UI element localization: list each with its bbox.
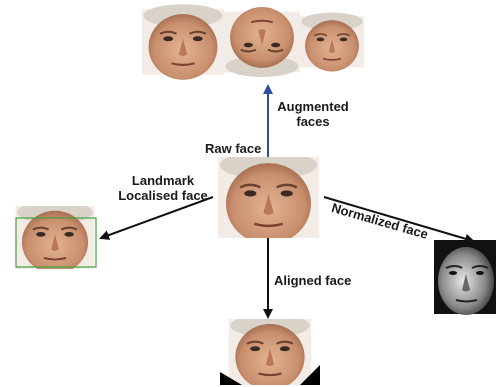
- augmented-faces-strip: [142, 4, 364, 79]
- aligned-face-label: Aligned face: [274, 273, 351, 288]
- raw-face-image: [218, 151, 319, 244]
- augmented-face-3: [300, 13, 364, 72]
- landmark-label: Landmark Localised face: [108, 173, 218, 203]
- raw-face-label: Raw face: [205, 141, 261, 156]
- landmark-face-image: [16, 201, 96, 273]
- augmented-face-2-rotated: [224, 7, 300, 77]
- augmented-face-1: [142, 4, 224, 79]
- augmented-label-line1: Augmented: [268, 99, 358, 114]
- landmark-label-line2: Localised face: [108, 188, 218, 203]
- arrow-to-landmark: [101, 197, 213, 238]
- augmented-label-line2: faces: [268, 114, 358, 129]
- augmented-faces-label: Augmented faces: [268, 99, 358, 129]
- aligned-face-image: [220, 314, 320, 387]
- landmark-label-line1: Landmark: [108, 173, 218, 188]
- normalized-face-image: [434, 240, 496, 315]
